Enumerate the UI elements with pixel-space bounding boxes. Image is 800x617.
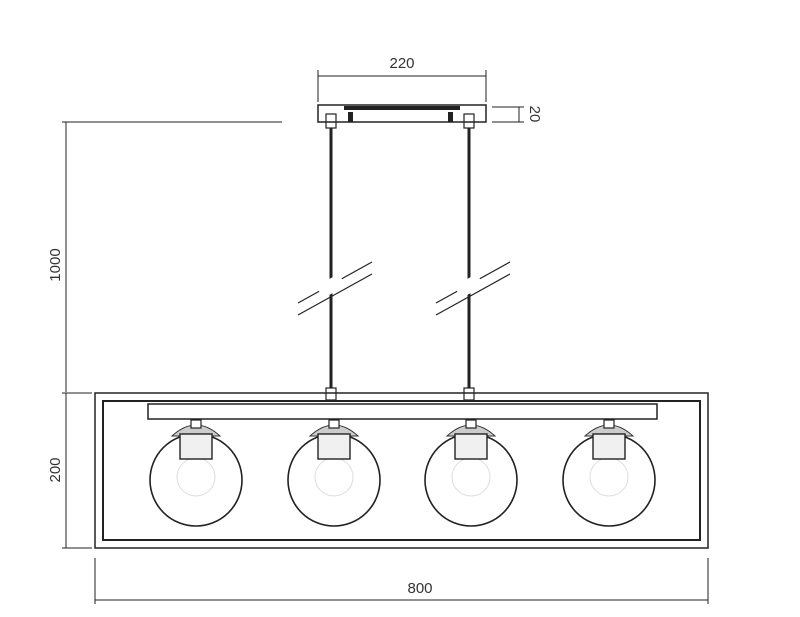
globes — [149, 419, 656, 527]
globe-lamp — [562, 419, 656, 527]
suspension-length-label: 1000 — [47, 248, 64, 281]
canopy-height-label: 20 — [526, 106, 543, 123]
canopy-height-dimension: 20 — [492, 106, 543, 123]
globe-lamp — [287, 419, 381, 527]
body-height-dimension: 200 — [47, 392, 92, 549]
suspension-length-dimension: 1000 — [47, 121, 282, 392]
lamp-frame — [94, 392, 709, 549]
canopy — [317, 104, 487, 129]
canopy-width-dimension: 220 — [317, 55, 487, 102]
canopy-width-label: 220 — [389, 55, 414, 72]
body-width-dimension: 800 — [94, 558, 709, 604]
body-width-label: 800 — [407, 580, 432, 597]
suspension-rods — [297, 128, 511, 401]
globe-lamp — [149, 419, 243, 527]
globe-lamp — [424, 419, 518, 527]
body-height-label: 200 — [47, 457, 64, 482]
